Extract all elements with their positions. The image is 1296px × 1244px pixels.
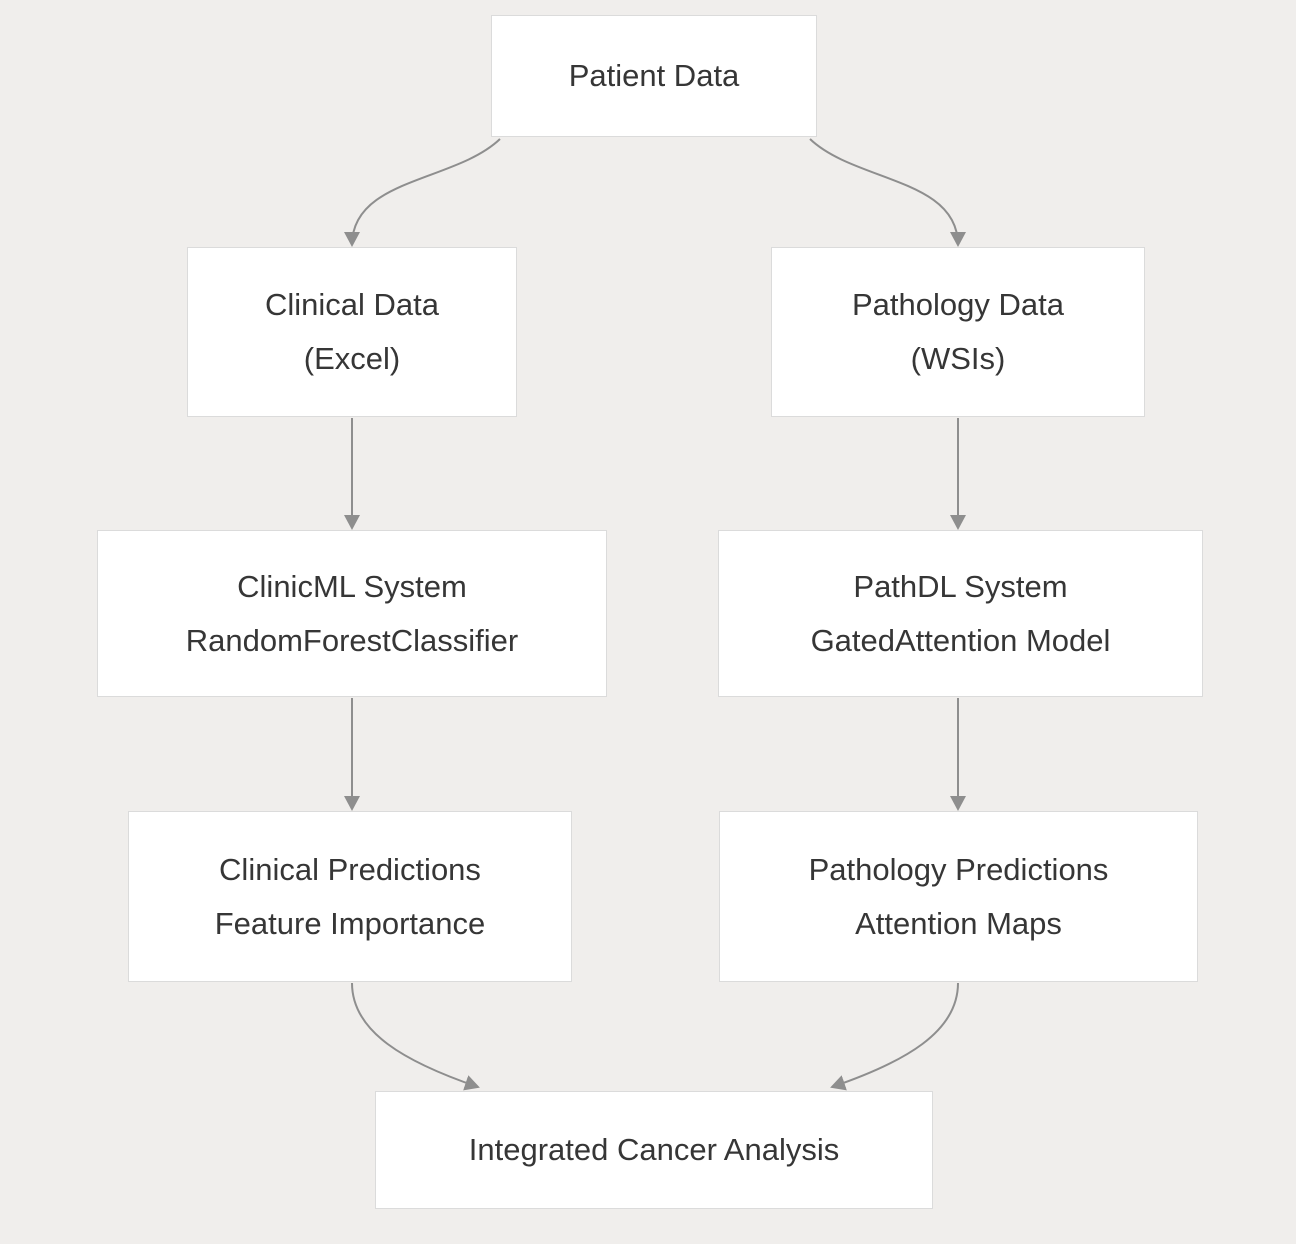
- node-pathology-data-label-line2: (WSIs): [910, 341, 1006, 376]
- node-pathology-data-label-line1: Pathology Data: [852, 287, 1064, 322]
- node-patient-data: Patient Data: [491, 15, 817, 137]
- edge-patient-to-clinical-data: [344, 138, 501, 247]
- node-pathology-predictions: Pathology Predictions Attention Maps: [719, 811, 1198, 982]
- edge-pathology-pred-to-integrated: [830, 982, 959, 1091]
- node-pathology-data: Pathology Data (WSIs): [771, 247, 1145, 417]
- node-clinical-predictions-label-line1: Clinical Predictions: [219, 851, 481, 887]
- node-pathdl-system-label-line1: PathDL System: [853, 568, 1068, 604]
- node-pathdl-system-label-line2: GatedAttention Model: [810, 622, 1111, 658]
- node-clinical-predictions: Clinical Predictions Feature Importance: [128, 811, 572, 982]
- node-patient-data-label: Patient Data: [568, 58, 740, 93]
- node-clinical-data: Clinical Data (Excel): [187, 247, 517, 417]
- node-clinicml-system: ClinicML System RandomForestClassifier: [97, 530, 607, 697]
- node-pathology-predictions-label-line1: Pathology Predictions: [808, 851, 1109, 887]
- node-pathology-predictions-label-line2: Attention Maps: [855, 905, 1062, 941]
- node-integrated-cancer-analysis-label: Integrated Cancer Analysis: [468, 1132, 840, 1167]
- node-clinical-data-label-line1: Clinical Data: [264, 287, 439, 322]
- edge-patient-to-pathology-data: [809, 138, 966, 247]
- node-pathdl-system: PathDL System GatedAttention Model: [718, 530, 1203, 697]
- node-integrated-cancer-analysis: Integrated Cancer Analysis: [375, 1091, 933, 1209]
- node-clinical-predictions-label-line2: Feature Importance: [214, 905, 486, 941]
- edge-clinical-pred-to-integrated: [351, 982, 480, 1091]
- node-clinicml-system-label-line2: RandomForestClassifier: [185, 622, 519, 658]
- node-clinical-data-label-line2: (Excel): [303, 341, 401, 376]
- node-clinicml-system-label-line1: ClinicML System: [237, 568, 467, 604]
